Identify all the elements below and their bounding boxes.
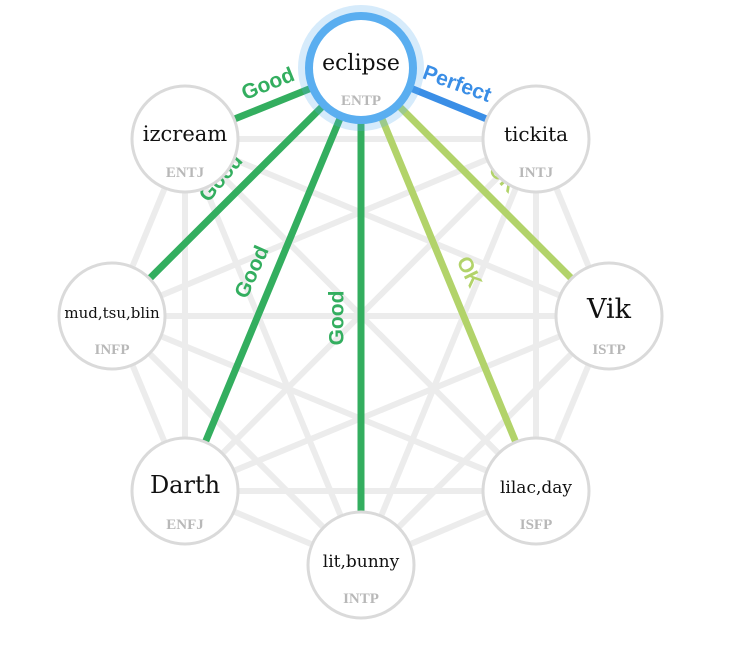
relation-edge-darth xyxy=(202,116,344,444)
node-circle-mud xyxy=(57,261,167,371)
node-mud-type: INFP xyxy=(95,342,130,358)
node-izcream-type: ENTJ xyxy=(166,165,205,181)
node-darth-name: Darth xyxy=(150,471,220,499)
node-darth-type: ENFJ xyxy=(166,517,204,533)
relation-label-lilac: OK xyxy=(452,253,486,291)
relation-edge-tickita xyxy=(409,85,489,123)
background-edge-vik-darth xyxy=(183,313,611,494)
relation-edge-mud xyxy=(147,103,326,282)
node-circle-tickita xyxy=(481,84,591,194)
node-circle-vik xyxy=(554,261,664,371)
node-lit-type: INTP xyxy=(343,591,379,607)
node-circle-darth xyxy=(130,436,240,546)
center-type: ENTP xyxy=(341,93,381,109)
relation-edges xyxy=(147,84,574,512)
node-mud-name: mud,tsu,blin xyxy=(64,304,160,322)
center-glow xyxy=(298,5,424,131)
node-izcream-name: izcream xyxy=(143,122,228,146)
node-lit-name: lit,bunny xyxy=(323,552,400,572)
background-edge-vik-lit xyxy=(358,313,612,568)
background-edge-mud-lit xyxy=(109,313,364,568)
node-circle-izcream xyxy=(130,84,240,194)
node-vik-name: Vik xyxy=(586,294,632,325)
relation-label-lit: Good xyxy=(326,291,349,346)
node-tickita-name: tickita xyxy=(504,122,568,146)
center-name: eclipse xyxy=(322,51,400,76)
node-circle-lilac xyxy=(481,436,591,546)
node-lilac-name: lilac,day xyxy=(500,478,572,498)
node-tickita-type: INTJ xyxy=(519,165,554,181)
center-node-circle xyxy=(305,12,417,124)
relation-edge-vik xyxy=(396,103,574,281)
relation-edge-lilac xyxy=(378,116,519,444)
node-lilac-type: ISFP xyxy=(520,517,553,533)
node-circle-lit xyxy=(306,510,416,620)
node-vik-type: ISTP xyxy=(592,342,625,358)
relation-edge-izcream xyxy=(232,84,313,123)
